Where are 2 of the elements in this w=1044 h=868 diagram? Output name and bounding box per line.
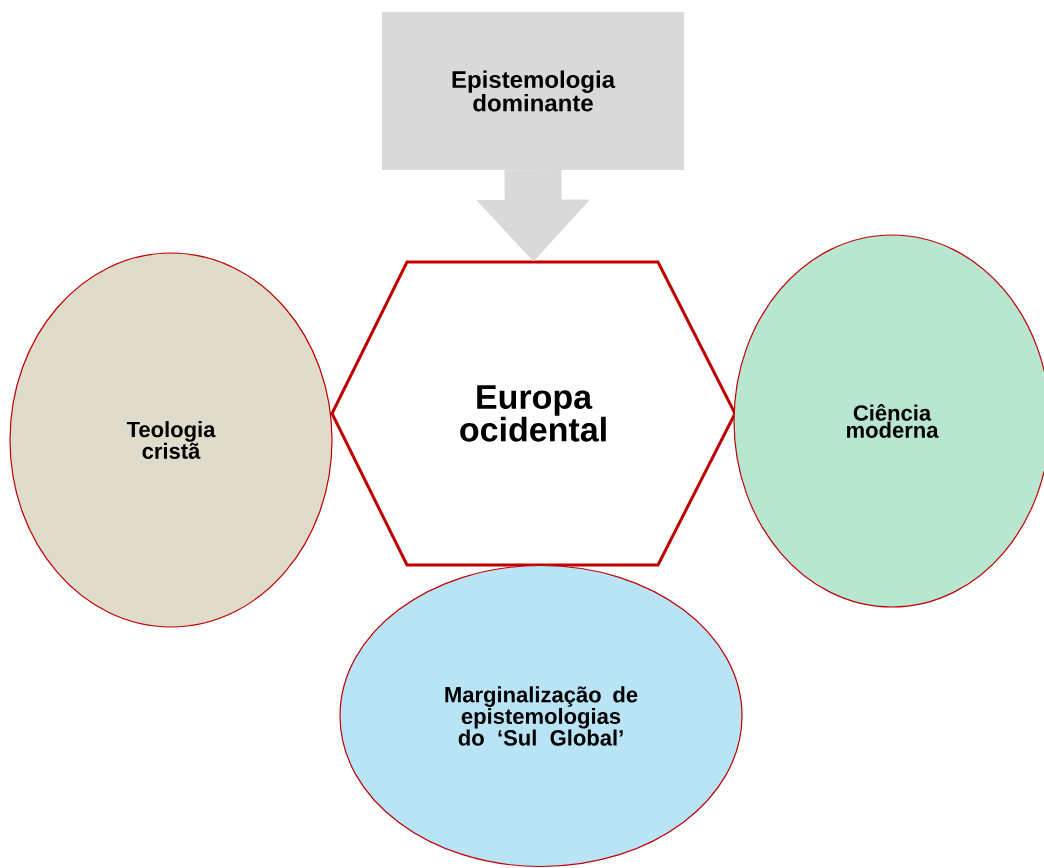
- hexagon: Europa ocidental: [330, 260, 737, 567]
- title-box: Epistemologia dominante: [382, 12, 684, 170]
